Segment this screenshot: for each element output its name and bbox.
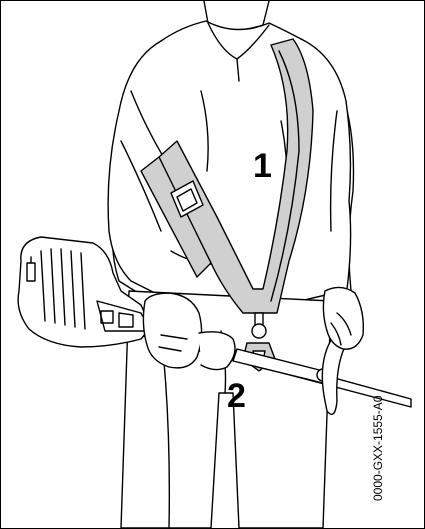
figure-reference-code: 0000-GXX-1555-A0 — [372, 396, 384, 501]
callout-1-label: 1 — [253, 149, 272, 183]
callout-2-label: 2 — [227, 379, 246, 413]
